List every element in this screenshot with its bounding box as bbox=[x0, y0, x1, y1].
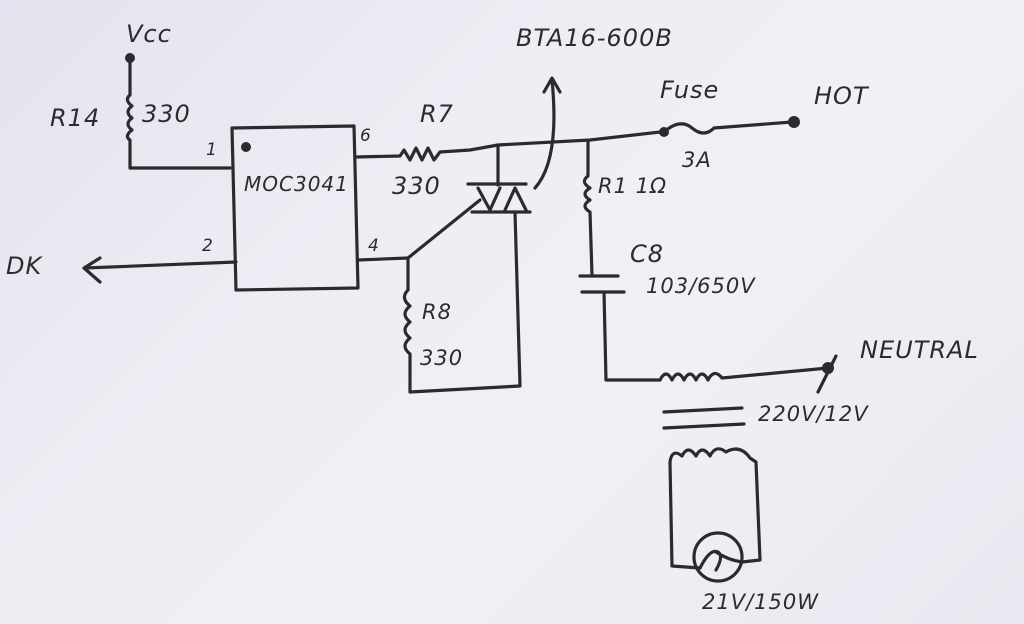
c8-value-label: 103/650V bbox=[646, 274, 756, 298]
c8-capacitor bbox=[578, 274, 662, 382]
fuse-name-label: Fuse bbox=[660, 76, 720, 104]
neutral-label: NEUTRAL bbox=[860, 336, 979, 364]
r8-resistor bbox=[356, 210, 522, 394]
transformer-primary bbox=[658, 366, 830, 382]
dk-arrow-icon bbox=[82, 256, 102, 284]
dk-wire bbox=[83, 260, 238, 270]
triac-part-label: BTA16-600B bbox=[516, 24, 673, 52]
transformer-rating-label: 220V/12V bbox=[758, 402, 869, 426]
r8-value-label: 330 bbox=[420, 346, 464, 370]
r7-resistor bbox=[354, 130, 662, 162]
transformer-core bbox=[662, 406, 746, 430]
lamp-wire bbox=[668, 460, 702, 570]
pin1-marker bbox=[241, 142, 251, 152]
triac-callout-arrow bbox=[533, 76, 562, 190]
r14-name-label: R14 bbox=[50, 104, 101, 132]
lamp-rating-label: 21V/150W bbox=[702, 590, 820, 614]
c8-name-label: C8 bbox=[630, 240, 665, 268]
pin1-label: 1 bbox=[206, 140, 218, 160]
neutral-terminal bbox=[816, 354, 838, 394]
r8-name-label: R8 bbox=[422, 300, 452, 324]
r14-resistor bbox=[125, 56, 232, 170]
pin2-label: 2 bbox=[202, 236, 214, 256]
transformer-secondary bbox=[668, 447, 762, 564]
fuse-symbol bbox=[662, 120, 794, 135]
hot-terminal bbox=[788, 116, 800, 128]
hot-label: HOT bbox=[814, 82, 869, 110]
lamp-icon bbox=[692, 531, 744, 583]
dk-label: DK bbox=[6, 252, 43, 280]
r1-resistor bbox=[582, 138, 594, 277]
vcc-label: Vcc bbox=[126, 20, 172, 48]
pin6-label: 6 bbox=[360, 126, 372, 146]
triac-symbol bbox=[406, 143, 532, 260]
opto-coupler-box bbox=[230, 124, 360, 292]
r7-value-label: 330 bbox=[392, 172, 441, 200]
r1-label: R1 1Ω bbox=[598, 174, 668, 198]
r14-value-label: 330 bbox=[142, 100, 191, 128]
pin4-label: 4 bbox=[368, 236, 380, 256]
r7-name-label: R7 bbox=[420, 100, 454, 128]
fuse-rating-label: 3A bbox=[682, 148, 712, 172]
opto-coupler-label: MOC3041 bbox=[244, 172, 349, 196]
